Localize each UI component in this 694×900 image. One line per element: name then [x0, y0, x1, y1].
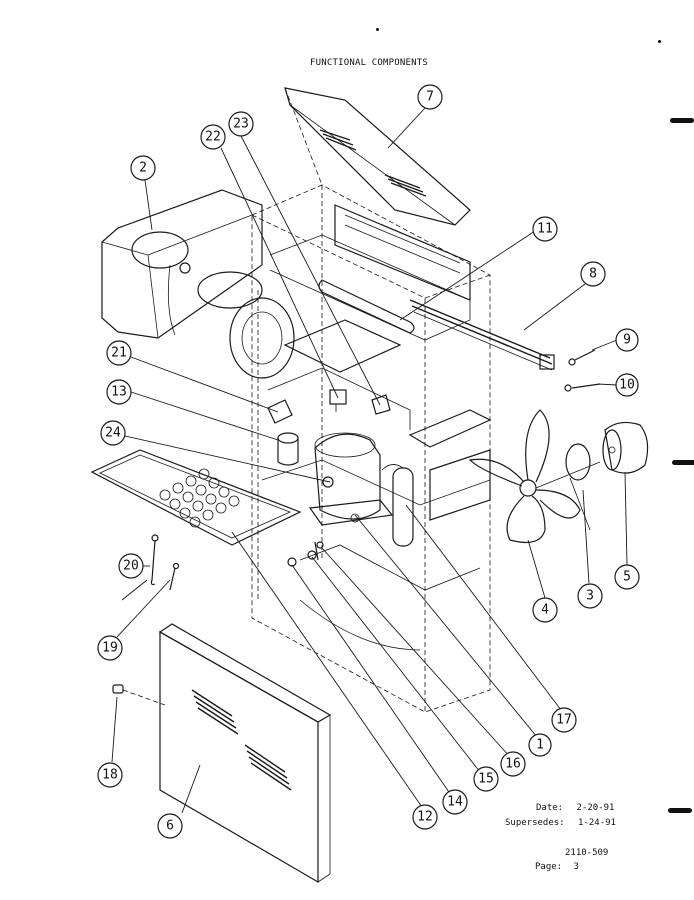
callout-5-label: 5: [623, 570, 631, 585]
terminal-cover: [371, 394, 391, 415]
accumulator: [381, 464, 414, 547]
overload: [329, 389, 347, 412]
callout-3: 3: [577, 583, 603, 609]
blower-assembly: [101, 189, 295, 379]
capacitor: [277, 432, 299, 466]
callout-19: 19: [97, 635, 123, 661]
callout-11: 11: [532, 216, 558, 242]
callout-24-label: 24: [105, 426, 121, 441]
callout-20-label: 20: [123, 559, 139, 574]
scan-mark-top: [670, 118, 694, 123]
air-filter: [90, 449, 302, 546]
callout-10: 10: [615, 373, 639, 397]
terminal-screw: [568, 349, 596, 366]
callout-8-label: 8: [589, 267, 597, 282]
callout-20: 20: [118, 553, 144, 579]
grille-louver-upper: [191, 689, 239, 735]
callout-11-label: 11: [537, 222, 553, 237]
callout-4: 4: [532, 597, 558, 623]
callout-6-label: 6: [166, 819, 174, 834]
scan-mark-bottom: [668, 808, 692, 813]
callout-17-label: 17: [556, 713, 572, 728]
callout-2-label: 2: [139, 161, 147, 176]
callout-9-label: 9: [623, 333, 631, 348]
date-line: Date: 2-20-91: [536, 803, 614, 813]
top-cover-louver-right: [384, 174, 427, 197]
scan-dot: [658, 40, 661, 43]
callout-15-label: 15: [478, 772, 494, 787]
page-line: Page: 3: [535, 862, 579, 872]
callout-18: 18: [97, 762, 123, 788]
callout-19-label: 19: [102, 641, 118, 656]
compressor: [308, 432, 394, 526]
top-cover: [284, 87, 471, 226]
scan-dot-small: [376, 28, 379, 31]
callout-22: 22: [200, 124, 226, 150]
callout-10-label: 10: [619, 378, 635, 393]
filter-holes: [159, 468, 240, 528]
callout-23: 23: [228, 111, 254, 137]
callout-1-label: 1: [536, 738, 544, 753]
callout-4-label: 4: [541, 603, 549, 618]
callout-1: 1: [528, 733, 552, 757]
callout-14: 14: [442, 789, 468, 815]
callout-24: 24: [100, 420, 126, 446]
callout-12-label: 12: [417, 810, 433, 825]
heater-element: [409, 299, 555, 371]
date-value: 2-20-91: [576, 803, 615, 813]
callout-12: 12: [412, 804, 438, 830]
callout-13: 13: [106, 379, 132, 405]
callout-7: 7: [417, 84, 443, 110]
callout-8: 8: [580, 261, 606, 287]
mounting-hardware: [287, 541, 324, 567]
leader-lines: [111, 107, 628, 814]
page-title: FUNCTIONAL COMPONENTS: [310, 58, 428, 68]
callout-14-label: 14: [447, 795, 463, 810]
top-cover-louver-left: [319, 129, 357, 151]
filter-clip: [169, 562, 180, 591]
supersedes-label: Supersedes:: [505, 818, 565, 828]
callout-7-label: 7: [426, 90, 434, 105]
supersedes-value: 1-24-91: [578, 818, 616, 828]
callout-23-label: 23: [233, 117, 249, 132]
callout-13-label: 13: [111, 385, 127, 400]
page-label: Page:: [535, 862, 563, 872]
callout-2: 2: [130, 155, 156, 181]
scan-mark-middle: [672, 460, 694, 465]
date-label: Date:: [536, 803, 564, 813]
callout-16-label: 16: [505, 757, 521, 772]
relay-bracket: [267, 399, 293, 424]
callout-22-label: 22: [205, 130, 221, 145]
callout-21-label: 21: [111, 346, 127, 361]
fan-motor: [602, 421, 649, 474]
callout-5: 5: [614, 564, 640, 590]
spring-clip: [150, 534, 159, 586]
cabinet-outline: [251, 184, 491, 713]
document-number: 2110-509: [565, 848, 609, 858]
internal-frame: [283, 204, 492, 521]
page-number: 3: [573, 862, 579, 872]
supersedes-line: Supersedes: 1-24-91: [505, 818, 616, 828]
callout-17: 17: [551, 707, 577, 733]
terminal-clip: [564, 383, 601, 392]
knob: [112, 684, 166, 706]
callout-15: 15: [473, 766, 499, 792]
fan-motor-mount: [565, 443, 591, 531]
callout-3-label: 3: [586, 589, 594, 604]
callout-16: 16: [500, 751, 526, 777]
callout-6: 6: [157, 813, 183, 839]
callout-18-label: 18: [102, 768, 118, 783]
heating-element-tube: [318, 279, 415, 334]
grille-louver-lower: [244, 744, 292, 791]
front-grille: [158, 623, 332, 884]
callout-21: 21: [106, 340, 132, 366]
callout-9: 9: [615, 328, 639, 352]
